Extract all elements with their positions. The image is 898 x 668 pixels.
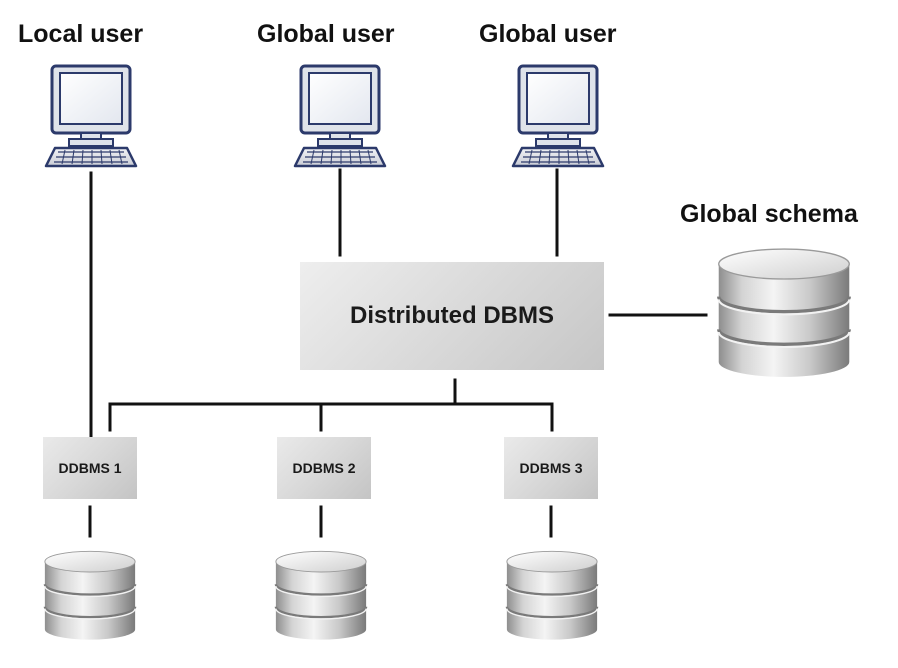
computer-icon [293,64,387,168]
global-user-label: Global user [257,20,395,48]
ddbms-3-box: DDBMS 3 [504,437,598,499]
database-icon [43,550,137,641]
database-icon [716,247,852,379]
database-icon [505,550,599,641]
database-icon [274,550,368,641]
computer-icon [44,64,138,168]
ddbms-2-box: DDBMS 2 [277,437,371,499]
global-schema-label: Global schema [680,200,858,228]
ddbms-1-box: DDBMS 1 [43,437,137,499]
global-user-label: Global user [479,20,617,48]
computer-icon [511,64,605,168]
local-user-label: Local user [18,20,144,48]
distributed-dbms-box: Distributed DBMS [300,262,604,370]
